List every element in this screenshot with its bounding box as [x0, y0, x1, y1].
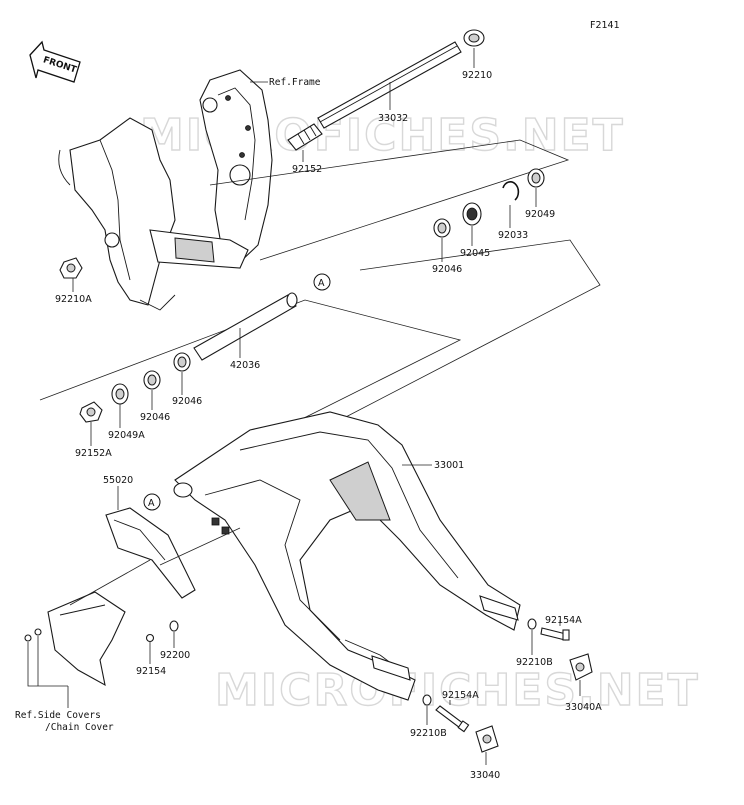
- adjuster-block-33040A: [569, 653, 593, 681]
- label-92152: 92152: [292, 164, 322, 175]
- screws-left: [24, 628, 42, 642]
- label-33001: 33001: [434, 460, 464, 471]
- washer-92200: [169, 620, 179, 632]
- pivot-shaft-33032: [317, 41, 462, 129]
- seal-92049A: [111, 383, 129, 405]
- nut-92210: [463, 29, 485, 47]
- callout-a-lower-letter: A: [148, 498, 155, 509]
- circlip-92033: [502, 181, 520, 201]
- washer-92210B-low: [422, 694, 432, 706]
- callout-a-top-letter: A: [318, 278, 325, 289]
- label-92200: 92200: [160, 650, 190, 661]
- label-33040A: 33040A: [565, 702, 602, 713]
- bolt-92154A-top: [540, 627, 570, 641]
- ref-side-covers-label: Ref.Side Covers: [15, 710, 101, 721]
- ref-chain-cover-label: /Chain Cover: [45, 722, 114, 733]
- collar-42036: [193, 292, 298, 361]
- bearing-92046-mid: [173, 352, 191, 372]
- label-92033: 92033: [498, 230, 528, 241]
- label-92210A: 92210A: [55, 294, 92, 305]
- label-92046-low: 92046: [140, 412, 170, 423]
- washer-92210B-right: [527, 618, 537, 630]
- label-92210B-low: 92210B: [410, 728, 447, 739]
- label-92154: 92154: [136, 666, 166, 677]
- watermark-bottom: MICROFICHES.NET: [215, 665, 700, 716]
- bearing-92046-low: [143, 370, 161, 390]
- label-33032: 33032: [378, 113, 408, 124]
- figure-code: F2141: [590, 20, 620, 31]
- label-92046-top: 92046: [432, 264, 462, 275]
- nut-92210A: [59, 257, 83, 279]
- callout-a-lower: A: [143, 493, 161, 511]
- nut-92152A: [79, 401, 103, 423]
- label-92046-mid: 92046: [172, 396, 202, 407]
- chain-guide-55020: [105, 507, 196, 599]
- label-92210: 92210: [462, 70, 492, 81]
- front-arrow-icon: FRONT: [29, 40, 81, 83]
- callout-a-top: A: [313, 273, 331, 291]
- label-92210B-right: 92210B: [516, 657, 553, 668]
- frame-ref-drawing: [58, 69, 273, 311]
- label-92049: 92049: [525, 209, 555, 220]
- adjuster-block-33040: [475, 725, 499, 753]
- label-33040: 33040: [470, 770, 500, 781]
- bolt-92154A-low: [435, 705, 470, 733]
- bearing-92046-top: [433, 218, 451, 238]
- label-55020: 55020: [103, 475, 133, 486]
- chain-cover-ref-drawing: [47, 591, 126, 687]
- bearing-92045: [462, 202, 482, 226]
- bearing-92049: [527, 168, 545, 188]
- swingarm-33001: [173, 411, 521, 701]
- label-92049A: 92049A: [108, 430, 145, 441]
- adjuster-92152: [287, 123, 323, 151]
- label-42036: 42036: [230, 360, 260, 371]
- label-92154A-low: 92154A: [442, 690, 479, 701]
- ref-frame-label: Ref.Frame: [269, 77, 321, 88]
- bolt-92154: [145, 633, 155, 643]
- label-92152A: 92152A: [75, 448, 112, 459]
- label-92154A-top: 92154A: [545, 615, 582, 626]
